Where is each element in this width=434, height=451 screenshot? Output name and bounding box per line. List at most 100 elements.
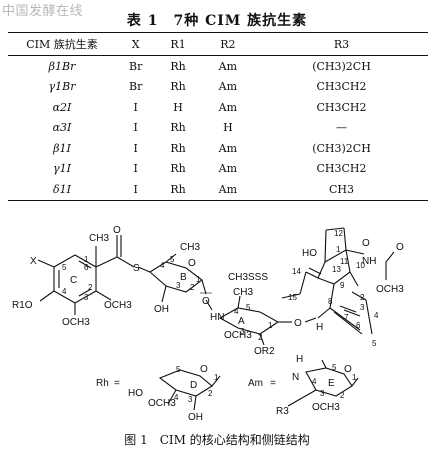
ring-position-number: 4 xyxy=(234,307,239,316)
watermark: 中国发酵在线 xyxy=(2,4,84,19)
label-ether-o: O xyxy=(294,318,302,329)
cell-r1: Rh xyxy=(170,59,186,73)
ring-position-number: 5 xyxy=(176,365,181,374)
label-rh-eq: = xyxy=(114,378,120,389)
ring-position-number: 4 xyxy=(62,287,67,296)
ring-position-number: 5 xyxy=(170,255,175,264)
ring-position-number: 2 xyxy=(88,283,93,292)
label-ch3-sugar-a: CH3 xyxy=(233,287,253,298)
cell-r2: Am xyxy=(218,162,238,176)
ring-position-number: 4 xyxy=(174,393,179,402)
table-title: 表 1 7种 CIM 族抗生素 xyxy=(126,13,308,29)
label-ch3-sugar-b: CH3 xyxy=(180,242,200,253)
label-hn: HN xyxy=(210,312,224,323)
cell-r3: CH3 xyxy=(328,182,354,196)
cell-r1: Rh xyxy=(170,141,186,155)
cell-r3: CH3CH2 xyxy=(316,100,367,114)
am-sugar-ring-e xyxy=(287,359,359,407)
label-ho-rh: HO xyxy=(128,388,143,399)
ring-position-number: 3 xyxy=(320,389,325,398)
label-rh: Rh xyxy=(96,378,109,389)
rh-sugar-ring-d xyxy=(158,369,221,411)
ring-position-number: 1 xyxy=(268,321,273,330)
label-ring-b: B xyxy=(180,272,187,283)
label-ring-d: D xyxy=(190,380,197,391)
col-header-x: X xyxy=(131,37,140,51)
cell-r2: Am xyxy=(218,182,238,196)
ring-position-number: 1 xyxy=(214,373,219,382)
label-och3-sugar-a: OCH3 xyxy=(224,330,252,341)
label-am-eq: = xyxy=(270,378,276,389)
ring-position-number: 5 xyxy=(62,263,67,272)
label-ring-e-o: O xyxy=(344,364,352,375)
ring-position-number: 8 xyxy=(328,297,333,306)
ring-position-number: 5 xyxy=(372,339,377,348)
label-ch3sss: CH3SSS xyxy=(228,272,268,283)
label-och3-ring: OCH3 xyxy=(62,317,90,328)
table-row: α2I I H Am CH3CH2 xyxy=(8,97,428,118)
col-header-r3: R3 xyxy=(333,37,350,51)
ring-position-number: 2 xyxy=(340,391,345,400)
ring-position-number: 9 xyxy=(340,281,345,290)
label-am: Am xyxy=(248,378,263,389)
label-carbonyl-o: O xyxy=(113,225,121,236)
cell-name: γ1Br xyxy=(48,80,76,94)
cell-r2: Am xyxy=(218,141,238,155)
table-header-row: CIM 族抗生素 X R1 R2 R3 xyxy=(8,32,428,56)
cell-name: γ1I xyxy=(53,162,71,176)
ring-position-number: 2 xyxy=(258,333,263,342)
ring-position-number: 7 xyxy=(344,313,349,322)
cell-r2: Am xyxy=(218,80,238,94)
label-och3-side: OCH3 xyxy=(104,300,132,311)
cell-r1: H xyxy=(173,100,183,114)
cell-r2: Am xyxy=(218,59,238,73)
ring-position-number: 2 xyxy=(190,283,195,292)
cell-r3: (CH3)2CH xyxy=(312,141,371,155)
cell-r1: Rh xyxy=(170,121,186,135)
cell-r2: Am xyxy=(218,100,238,114)
ring-position-number: 5 xyxy=(246,303,251,312)
ring-position-number: 10 xyxy=(356,261,365,270)
label-x: X xyxy=(30,256,37,267)
cell-x: I xyxy=(133,121,138,135)
cell-name: β1Br xyxy=(48,59,76,73)
label-r3: R3 xyxy=(276,406,289,417)
cell-x: I xyxy=(133,100,138,114)
label-ch3-top: CH3 xyxy=(89,233,109,244)
ring-position-number: 4 xyxy=(374,311,379,320)
col-header-r2: R2 xyxy=(220,37,236,51)
ring-position-number: 11 xyxy=(340,257,349,266)
label-oh-sugar-b: OH xyxy=(154,304,169,315)
label-carbamate-o: O xyxy=(396,242,404,253)
ring-position-number: 2 xyxy=(360,293,365,302)
ring-position-number: 4 xyxy=(160,261,165,270)
label-am-h: H xyxy=(296,354,303,365)
ring-position-number: 3 xyxy=(188,395,193,404)
ring-position-number: 5 xyxy=(332,363,337,372)
label-nh: NH xyxy=(362,256,376,267)
ring-position-number: 12 xyxy=(334,229,343,238)
label-h: H xyxy=(316,322,323,333)
ring-position-number: 3 xyxy=(240,327,245,336)
label-glycosidic-o: O xyxy=(202,296,210,307)
cell-name: α3I xyxy=(52,121,72,135)
ring-position-number: 6 xyxy=(356,321,361,330)
ring-position-number: 1 xyxy=(352,373,357,382)
cell-name: β1I xyxy=(53,141,71,155)
enediyne-core xyxy=(299,227,373,335)
ring-position-number: 4 xyxy=(312,377,317,386)
ring-position-number: 13 xyxy=(332,265,341,274)
cell-r2: H xyxy=(223,121,233,135)
label-ring-b-o: O xyxy=(188,258,196,269)
col-header-r1: R1 xyxy=(170,37,186,51)
cell-r3: (CH3)2CH xyxy=(312,59,371,73)
cell-name: α2I xyxy=(52,100,72,114)
ring-position-number: 3 xyxy=(176,281,181,290)
